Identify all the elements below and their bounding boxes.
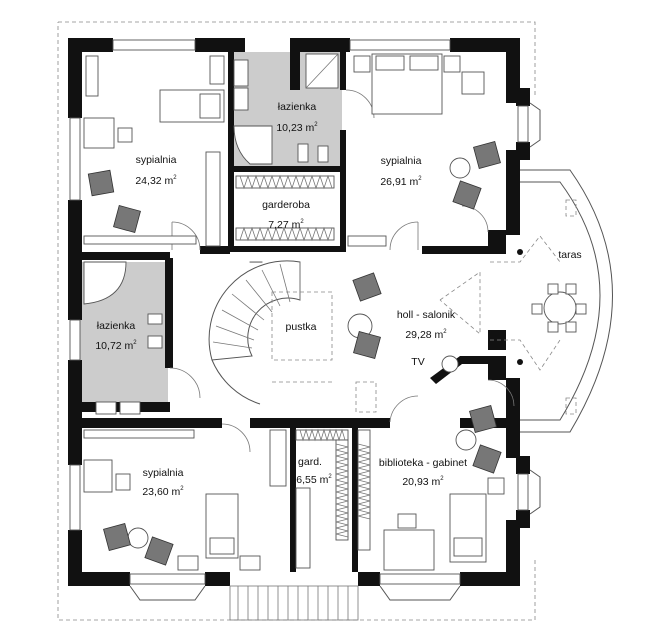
furniture-bedroom-top-left xyxy=(83,55,225,247)
room-name-terrace: taras xyxy=(558,249,581,261)
room-area-wardrobe-top: 7,27 m2 xyxy=(268,219,304,231)
room-area-bedroom-top-right: 26,91 m2 xyxy=(380,176,422,188)
tv-unit xyxy=(441,355,459,373)
room-area-bedroom-bottom-left: 23,60 m2 xyxy=(142,486,184,498)
room-name-library: biblioteka - gabinet xyxy=(379,457,467,469)
room-name-bathroom-top: łazienka xyxy=(278,101,317,113)
site-boundary xyxy=(57,21,536,621)
furniture-bedroom-bottom-left xyxy=(83,429,287,571)
room-area-library: 20,93 m2 xyxy=(402,476,444,488)
room-name-wardrobe-bottom: gard. xyxy=(298,456,322,468)
bay-window-right xyxy=(379,585,461,601)
entrance-steps xyxy=(229,585,359,621)
room-area-wardrobe-bottom: 6,55 m2 xyxy=(296,474,332,486)
room-name-wardrobe-top: garderoba xyxy=(262,199,310,211)
furniture-bathroom-left xyxy=(83,261,163,415)
room-area-bathroom-top: 10,23 m2 xyxy=(276,122,318,134)
bay-window-bottom-right xyxy=(529,469,541,515)
bay-window-left xyxy=(129,585,206,601)
room-name-bedroom-bottom-left: sypialnia xyxy=(143,467,184,479)
room-name-void: pustka xyxy=(286,321,317,333)
furniture-bedroom-top-right xyxy=(347,53,501,247)
furniture-library xyxy=(383,405,505,571)
room-name-bedroom-top-right: sypialnia xyxy=(381,155,422,167)
room-area-bedroom-top-left: 24,32 m2 xyxy=(135,175,177,187)
outer-walls xyxy=(68,38,530,586)
room-area-bathroom-left: 10,72 m2 xyxy=(95,340,137,352)
interior-walls xyxy=(82,38,506,572)
furniture-bathroom-top xyxy=(233,53,339,165)
terrace xyxy=(439,169,613,433)
bay-window-top-right xyxy=(529,102,541,148)
furniture-wardrobe-bottom xyxy=(295,428,371,569)
room-name-hall: holl - salonik xyxy=(397,309,456,321)
spiral-staircase xyxy=(208,260,382,413)
room-area-hall: 29,28 m2 xyxy=(405,329,447,341)
tv-label: TV xyxy=(411,356,424,368)
furniture-wardrobe-top xyxy=(235,174,335,242)
room-name-bathroom-left: łazienka xyxy=(97,320,136,332)
room-name-bedroom-top-left: sypialnia xyxy=(136,154,177,166)
windows xyxy=(69,39,529,585)
